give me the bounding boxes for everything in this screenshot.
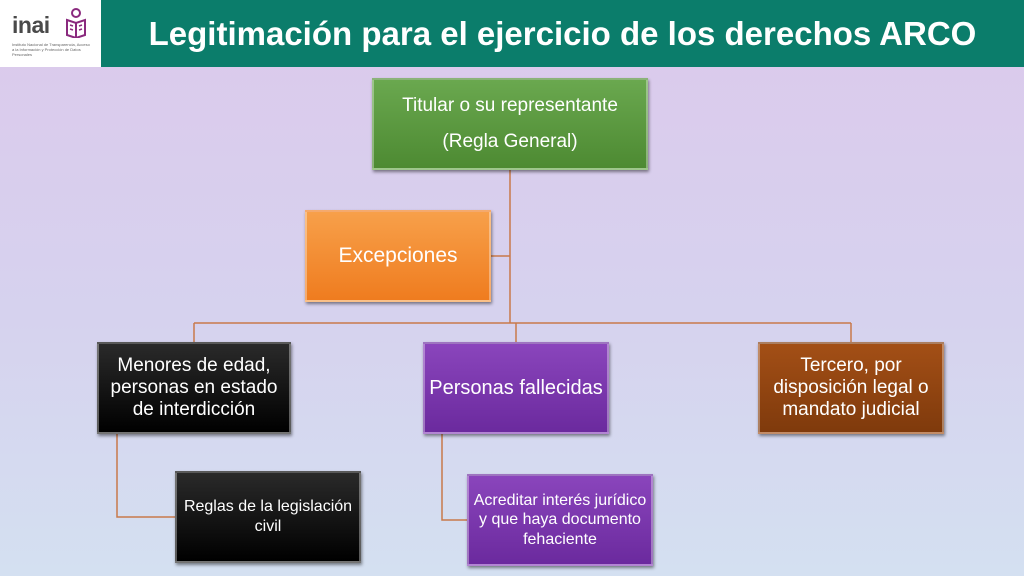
logo-subtitle: Instituto Nacional de Transparencia, Acc… [12,42,90,57]
book-person-icon [66,8,86,38]
civil-rules-node: Reglas de la legislación civil [175,471,361,563]
exceptions-node: Excepciones [305,210,491,302]
deceased-node: Personas fallecidas [423,342,609,434]
root-node: Titular o su representante (Regla Genera… [372,78,648,170]
page-title: Legitimación para el ejercicio de los de… [148,14,977,52]
third-party-node: Tercero, por disposición legal o mandato… [758,342,944,434]
root-line1: Titular o su representante [402,94,618,116]
minors-node: Menores de edad, personas en estado de i… [97,342,291,434]
legal-interest-node: Acreditar interés jurídico y que haya do… [467,474,653,566]
logo-text: inai [12,12,50,38]
minors-child-link [116,434,175,518]
root-line2: (Regla General) [442,131,578,152]
logo: inai Instituto Nacional de Transparencia… [0,0,101,67]
header-bar: inai Instituto Nacional de Transparencia… [0,0,1024,67]
deceased-child-link [441,434,467,521]
